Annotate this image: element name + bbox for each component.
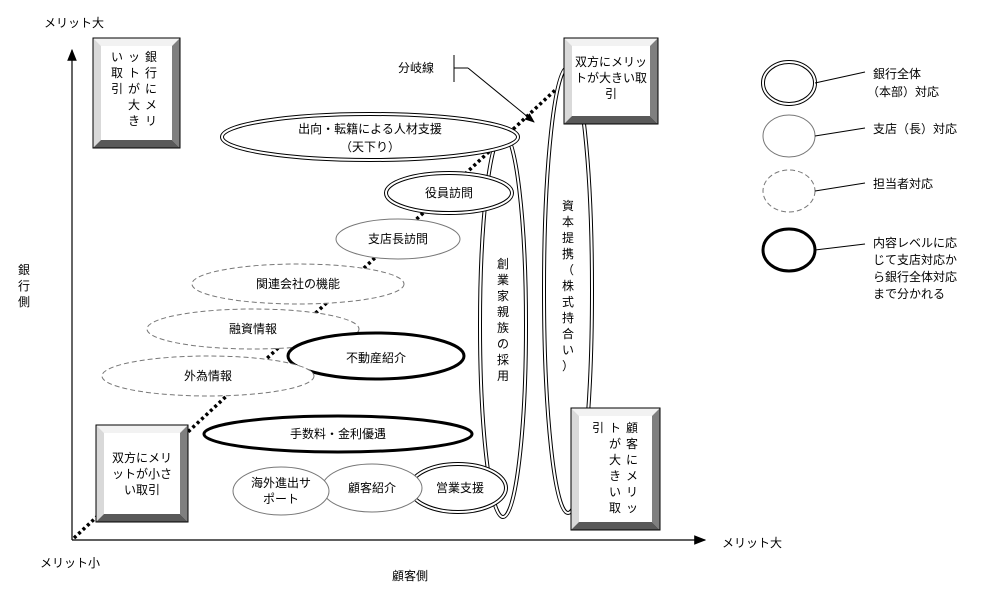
box-bottom-left-line3: い取引	[124, 483, 160, 497]
ellipse-shitencho	[335, 218, 461, 260]
y-axis-top-label: メリット大	[44, 16, 104, 30]
eigyo-label: 営業支援	[436, 481, 484, 495]
sougyo-label: 創業家親族の採用	[497, 257, 509, 383]
box-top-left	[92, 37, 181, 149]
box-top-right-line1: 双方にメリッ	[575, 54, 647, 69]
kokyaku-label: 顧客紹介	[348, 480, 396, 495]
box-bottom-left-line1: 双方にメリ	[112, 450, 172, 465]
box-top-right-line3: 引	[605, 87, 617, 101]
legend-connector-4	[814, 243, 866, 251]
legend-label-bank-1: 銀行全体	[873, 66, 921, 81]
legend-label-staff: 担当者対応	[873, 177, 933, 191]
haken-label-2: （天下り）	[340, 140, 400, 154]
legend-label-varies-1: 内容レベルに応	[873, 235, 957, 250]
ellipse-fudosan	[286, 331, 466, 381]
origin-label: メリット小	[40, 556, 100, 570]
x-axis-right-label: メリット大	[722, 536, 782, 550]
ellipse-yakuin	[384, 171, 514, 215]
shihon-label: 資本提携（株式持合い）	[562, 199, 574, 373]
x-axis-title: 顧客側	[392, 568, 428, 583]
kanren-label: 関連会社の機能	[256, 276, 340, 291]
gaitame-label: 外為情報	[184, 369, 232, 383]
box-top-left-label: 銀行にメリットが大きい取引	[111, 50, 157, 128]
box-top-right-line2: トが大きい取	[575, 70, 647, 85]
kaigai-label-1: 海外進出サ	[251, 475, 311, 490]
legend-label-branch: 支店（長）対応	[873, 122, 957, 136]
legend	[761, 60, 866, 273]
y-axis-title: 銀行側	[18, 263, 30, 309]
branch-pointer-arrow	[467, 67, 535, 123]
legend-symbol-staff	[762, 169, 816, 213]
tesuryo-label: 手数料・金利優遇	[290, 426, 386, 441]
legend-symbol-bank	[761, 60, 817, 106]
legend-label-varies-3: ら銀行全体対応	[873, 269, 957, 284]
ellipse-eigyo	[408, 462, 508, 514]
shitencho-label: 支店長訪問	[368, 231, 428, 246]
box-top-right	[563, 37, 659, 125]
yakuin-label: 役員訪問	[425, 185, 473, 200]
ellipse-kanren	[191, 263, 405, 305]
legend-symbol-branch	[762, 114, 816, 158]
legend-connector-1	[814, 71, 866, 84]
yushi-label: 融資情報	[229, 322, 277, 336]
kaigai-label-2: ポート	[263, 492, 299, 506]
box-bottom-right	[570, 407, 661, 531]
ellipse-haken	[220, 112, 520, 162]
ellipse-kaigai	[232, 466, 330, 516]
box-bottom-left-line2: ットが小さ	[112, 466, 172, 481]
haken-label-1: 出向・転籍による人材支援	[298, 121, 442, 136]
legend-label-varies-2: じて支店対応か	[873, 253, 957, 267]
branch-line	[72, 78, 568, 540]
box-bottom-right-label: 顧客にメリットが大きい取引	[592, 420, 638, 515]
ellipse-gaitame	[101, 355, 315, 397]
box-bottom-left	[95, 424, 189, 523]
branch-label: 分岐線	[398, 60, 434, 75]
legend-connector-3	[814, 182, 866, 192]
legend-label-varies-4: まで分かれる	[873, 287, 945, 301]
fudosan-label: 不動産紹介	[346, 350, 406, 365]
legend-connector-2	[814, 127, 866, 137]
ellipse-yushi	[146, 308, 360, 350]
legend-symbol-varies	[761, 227, 817, 273]
legend-label-bank-2: （本部）対応	[867, 84, 939, 99]
ellipse-tesuryo	[202, 414, 474, 454]
